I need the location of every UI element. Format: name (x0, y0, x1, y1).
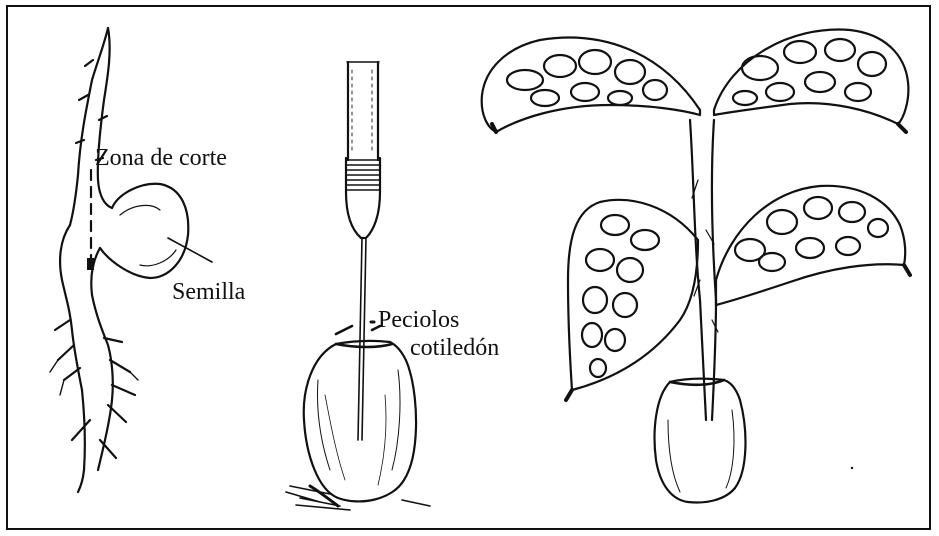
seed (100, 184, 188, 278)
leaf-lower-right (716, 186, 905, 305)
seedling-with-seed (50, 28, 212, 492)
label-peciolos: Peciolos (378, 308, 459, 332)
seed-pointer (168, 238, 212, 262)
label-semilla: Semilla (172, 280, 245, 304)
pin-in-seed (286, 62, 430, 510)
label-zona-de-corte: Zona de corte (95, 146, 227, 170)
label-cotiledon: cotiledón (410, 336, 499, 360)
seedling-plant (482, 30, 910, 503)
